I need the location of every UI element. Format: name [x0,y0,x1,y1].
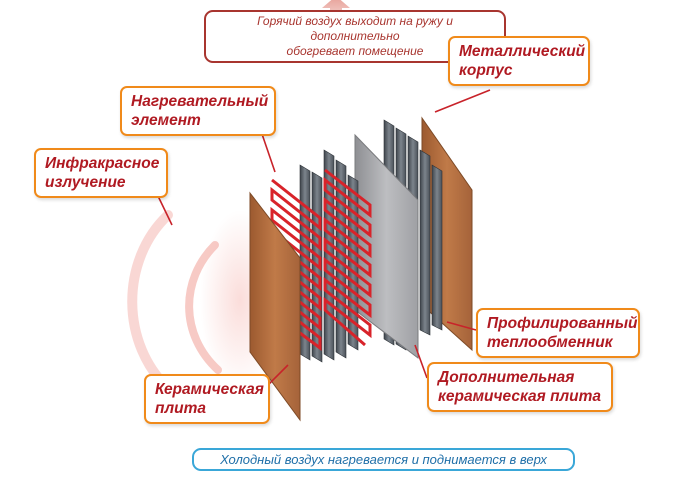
cold-air-note: Холодный воздух нагревается и поднимаетс… [192,448,575,471]
ceramic-plate [249,191,301,422]
ceramic-plate-label: Керамическая плита [144,374,270,424]
extra-ceramic-label: Дополнительная керамическая плита [427,362,613,412]
heating-element-label: Нагревательный элемент [120,86,276,136]
metal-case-label: Металлический корпус [448,36,590,86]
heating-coil-2 [323,168,372,347]
heat-exchanger-label: Профилированный теплообменник [476,308,640,358]
infrared-label: Инфракрасное излучение [34,148,168,198]
